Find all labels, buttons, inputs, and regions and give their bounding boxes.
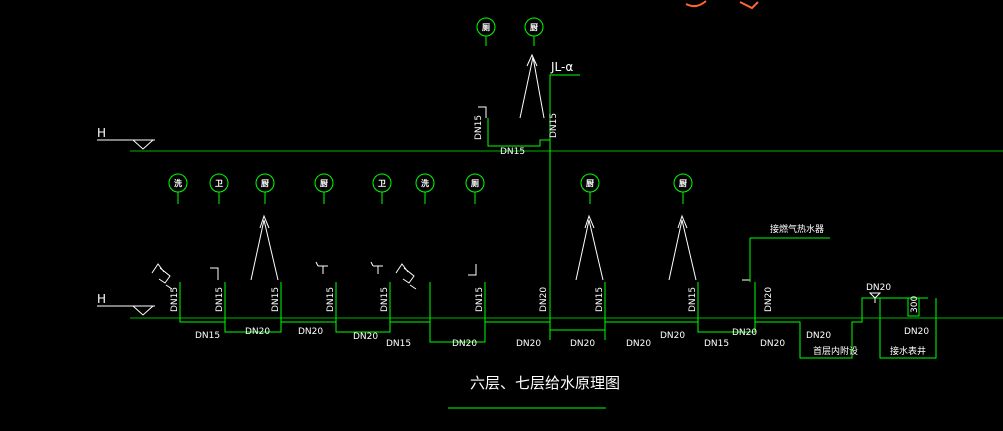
pipe-vlabel-10: DN20 <box>764 287 774 312</box>
lower-fixture-symbols <box>151 214 751 290</box>
bubble-label-8: 厨 <box>586 178 594 188</box>
bubble-label-2: 卫 <box>215 179 223 188</box>
pipe-hlabel-7: DN20 <box>516 339 541 349</box>
pipe-vlabel-7: DN20 <box>539 287 549 312</box>
fixture-bubble-3: 厨 <box>255 173 275 204</box>
pipe-vlabel-9: DN15 <box>688 287 698 312</box>
bubble-label-3: 厨 <box>261 178 269 188</box>
pipe-hlabel-12: DN20 <box>732 328 757 338</box>
fixture-bubble-5: 卫 <box>372 173 392 204</box>
shower-icon-1 <box>151 263 173 290</box>
pipe-hlabel-14: DN20 <box>806 331 831 341</box>
pipe-vlabel-3: DN15 <box>271 287 281 312</box>
pipe-vlabel-5: DN15 <box>380 287 390 312</box>
lower-level-marker: H <box>97 292 1003 319</box>
riser-label: JL-α <box>550 60 573 74</box>
pipe-hlabel-3: DN20 <box>298 327 323 337</box>
bubble-label-upper-1: 厕 <box>482 23 490 32</box>
dimension-box <box>907 297 920 317</box>
tap-icon-1 <box>250 214 279 281</box>
level-label-lower: H <box>97 292 106 306</box>
pipe-vlabel-2: DN15 <box>215 287 225 312</box>
water-heater-label: 接燃气热水器 <box>770 223 824 235</box>
upper-level-marker: H <box>97 126 1003 152</box>
dimension-label: 300 <box>910 296 920 313</box>
pipe-hlabel-6: DN20 <box>452 339 477 349</box>
pipe-hlabel-13: DN20 <box>760 339 785 349</box>
pipe-vlabel-8: DN15 <box>595 287 605 312</box>
vertical-pipe-labels: DN15 DN15 DN15 DN15 DN15 DN15 DN20 DN15 … <box>170 287 774 312</box>
horizontal-pipe-labels: DN15 DN20 DN20 DN20 DN15 DN20 DN20 DN20 … <box>195 283 929 349</box>
pipe-hlabel-9: DN20 <box>626 339 651 349</box>
basin-tap-icon-2 <box>370 261 383 274</box>
pipe-hlabel-4: DN20 <box>353 332 378 342</box>
pipe-vlabel-4: DN15 <box>326 287 336 312</box>
pipe-label-upper-left: DN15 <box>474 115 484 140</box>
pipe-hlabel-10: DN20 <box>660 331 685 341</box>
tap-icon-3 <box>668 214 697 281</box>
bubble-label-4: 厨 <box>320 178 328 188</box>
bubble-label-7: 厕 <box>471 179 479 188</box>
fixture-bubble-1: 洗 <box>168 173 188 204</box>
upper-fixtures: 厕 厨 DN15 DN15 DN15 <box>474 17 559 157</box>
lower-branch-pipes <box>179 237 937 359</box>
level-label-upper: H <box>97 126 106 140</box>
pipe-hlabel-11: DN15 <box>704 339 729 349</box>
pipe-vlabel-1: DN15 <box>170 287 180 312</box>
basin-tap-icon-1 <box>315 261 328 274</box>
lower-fixture-bubbles: 洗 卫 厨 厨 卫 洗 厕 厨 厨 <box>168 173 693 204</box>
pipe-hlabel-8: DN20 <box>570 339 595 349</box>
annotations: 接燃气热水器 首层内附设 接水表井 300 <box>770 223 926 357</box>
fixture-bubble-7: 厕 <box>465 173 485 204</box>
pipe-vlabel-6: DN15 <box>475 287 485 312</box>
pipe-hlabel-2: DN20 <box>245 327 270 337</box>
fixture-bubble-2: 卫 <box>209 173 229 204</box>
title-text: 六层、七层给水原理图 <box>470 374 620 392</box>
handwritten-sketch <box>685 0 759 10</box>
bubble-label-upper-2: 厨 <box>530 22 538 32</box>
buried-label: 首层内附设 <box>813 345 858 357</box>
diagram-title: 六层、七层给水原理图 <box>448 374 620 409</box>
fixture-bubble-8: 厨 <box>580 173 600 204</box>
pipe-label-upper-right: DN15 <box>549 113 559 138</box>
pipe-hlabel-15: DN20 <box>904 327 929 337</box>
faucet-icon-3 <box>742 272 751 281</box>
fixture-bubble-4: 厨 <box>314 173 334 204</box>
bubble-label-1: 洗 <box>174 178 182 188</box>
bubble-label-6: 洗 <box>421 178 429 188</box>
pipe-hlabel-1: DN15 <box>195 331 220 341</box>
pipe-hlabel-5: DN15 <box>386 339 411 349</box>
bubble-label-5: 卫 <box>378 179 386 188</box>
tap-icon-2 <box>575 214 604 281</box>
valve-symbols <box>868 292 920 317</box>
pipe-hlabel-valve: DN20 <box>866 283 891 293</box>
pipe-label-upper-h: DN15 <box>500 147 525 157</box>
faucet-icon-2 <box>468 264 477 276</box>
meter-label: 接水表井 <box>890 345 926 357</box>
riser-jl: JL-α <box>549 60 580 340</box>
fixture-bubble-6: 洗 <box>415 173 435 204</box>
faucet-icon-1 <box>210 267 219 280</box>
fixture-bubble-9: 厨 <box>673 173 693 204</box>
bubble-label-9: 厨 <box>679 178 687 188</box>
valve-icon <box>868 292 882 299</box>
shower-icon-2 <box>395 263 417 290</box>
